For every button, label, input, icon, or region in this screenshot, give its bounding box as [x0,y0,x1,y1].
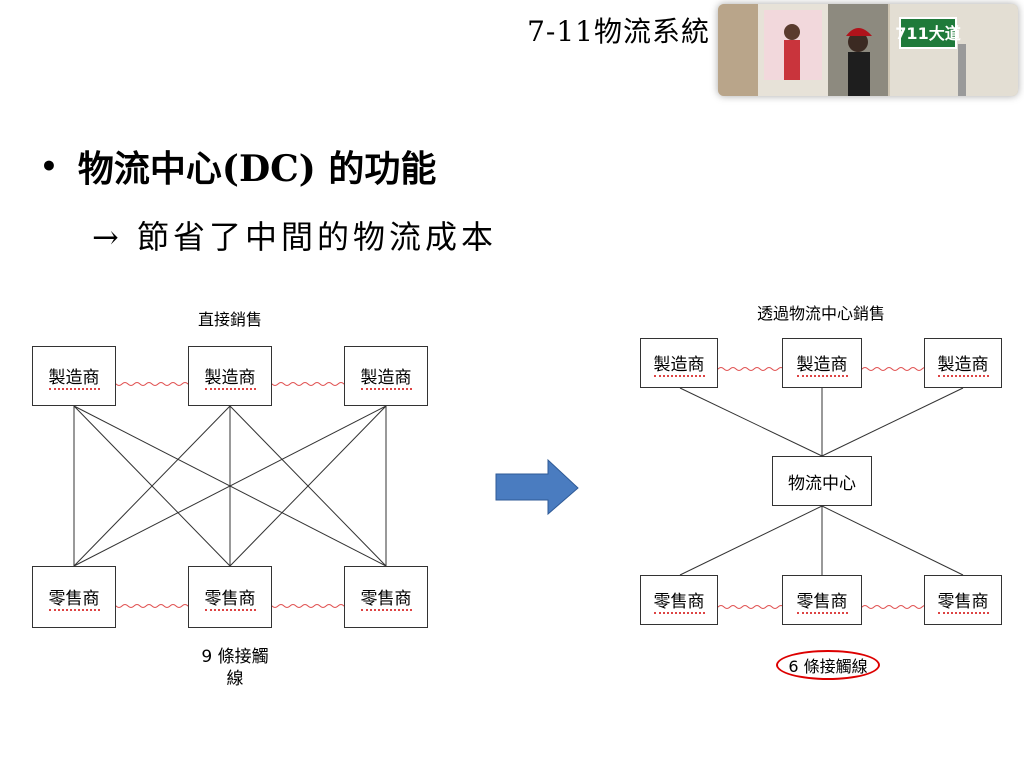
bullet-text: 物流中心(DC) 的功能 [77,148,437,190]
left-manufacturer-1: 製造商 [32,346,116,406]
left-contact-count: 9 條接觸 線 [201,647,269,689]
right-contact-count: 6 條接觸線 [776,650,880,680]
right-manufacturer-1: 製造商 [640,338,718,388]
storefront-photo: 711大道 [718,4,1018,96]
right-diagram-title: 透過物流中心銷售 [756,304,885,323]
street-sign-text: 711大道 [895,24,960,43]
bullet-subtext: → 節省了中間的物流成本 [92,218,497,256]
bullet-dot: • [40,149,58,183]
right-manufacturer-3: 製造商 [924,338,1002,388]
left-manufacturer-3: 製造商 [344,346,428,406]
right-retailer-2: 零售商 [782,575,862,625]
left-mesh-lines [73,405,387,567]
right-manufacturer-2: 製造商 [782,338,862,388]
left-diagram-title: 直接銷售 [197,310,262,329]
left-manufacturer-2: 製造商 [188,346,272,406]
bullet-point: • 物流中心(DC) 的功能 [40,140,436,192]
right-hub-lines [679,387,964,576]
right-arrow-icon [495,458,579,516]
right-retailer-1: 零售商 [640,575,718,625]
slide-title: 7-11物流系統 [527,15,710,48]
left-retailer-1: 零售商 [32,566,116,628]
distribution-center-box: 物流中心 [772,456,872,506]
left-retailer-3: 零售商 [344,566,428,628]
left-retailer-2: 零售商 [188,566,272,628]
right-retailer-3: 零售商 [924,575,1002,625]
